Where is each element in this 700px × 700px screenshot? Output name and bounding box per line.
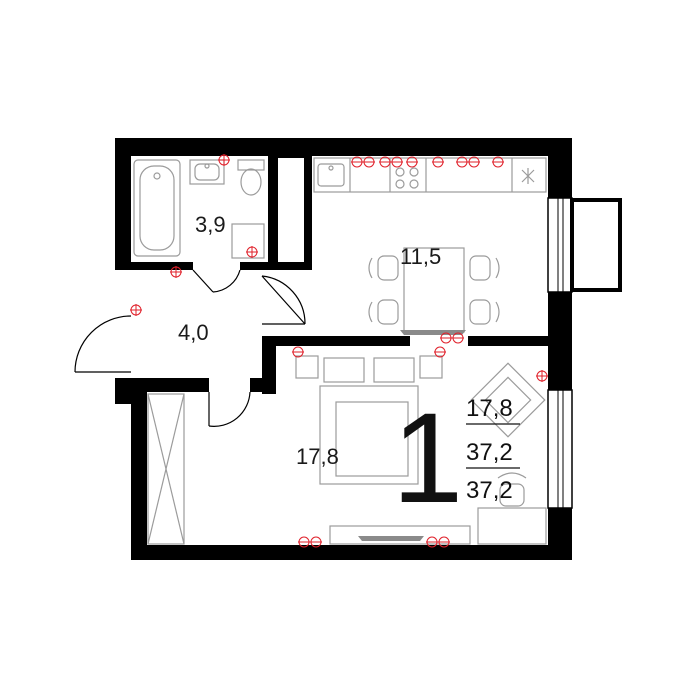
bedroom-area-label: 17,8 <box>296 444 339 469</box>
wall-right-1 <box>548 138 572 198</box>
wall-shaft-bottom <box>278 262 312 270</box>
bedroom-tv <box>329 525 471 545</box>
bathroom-area-label: 3,9 <box>195 212 226 237</box>
wall-left-upper <box>115 138 131 269</box>
desk <box>477 472 547 545</box>
wall-hall-bottom-left <box>131 378 209 392</box>
bedroom-door <box>208 391 251 427</box>
wardrobe <box>147 393 185 545</box>
socket-icon <box>246 246 258 258</box>
wall-shaft-right <box>304 150 312 270</box>
wall-bath-bottom-right <box>240 262 278 270</box>
toilet <box>237 159 265 196</box>
socket-icon <box>492 156 504 168</box>
walls <box>115 138 572 560</box>
doors <box>74 269 306 427</box>
wall-bedroom-top-right <box>468 336 548 346</box>
sockets <box>130 154 548 548</box>
balcony <box>570 198 622 292</box>
bathroom-door <box>192 269 241 293</box>
kitchen-area-label: 11,5 <box>400 244 441 269</box>
socket-icon <box>440 332 464 344</box>
socket-icon <box>379 156 403 168</box>
bathtub <box>133 159 181 257</box>
bedroom-window <box>547 389 573 509</box>
kitchen-door <box>261 275 306 325</box>
wall-bath-bottom-left <box>115 262 193 270</box>
bathroom-sink <box>189 159 225 185</box>
socket-icon <box>218 154 230 166</box>
kitchen-counter <box>313 157 547 193</box>
wall-bottom <box>131 545 572 560</box>
wall-right-3 <box>548 508 572 560</box>
socket-icon <box>434 346 446 358</box>
socket-icon <box>536 370 548 382</box>
socket-icon <box>298 536 322 548</box>
bed <box>295 355 443 485</box>
hallway-area-label: 4,0 <box>178 320 209 345</box>
kitchen-window <box>547 197 573 293</box>
armchair <box>470 362 546 438</box>
area-summary: 17,8 37,2 37,2 <box>466 395 520 504</box>
socket-icon <box>432 156 444 168</box>
socket-icon <box>456 156 480 168</box>
wall-bath-right <box>268 150 278 270</box>
entrance-door <box>74 315 132 373</box>
wall-left-lower <box>131 392 147 560</box>
kitchen-tv <box>400 330 466 335</box>
socket-icon <box>406 156 418 168</box>
summary-living-area: 17,8 <box>466 395 513 422</box>
socket-icon <box>351 156 375 168</box>
room-count-numeral: 1 <box>392 387 463 530</box>
socket-icon <box>292 346 304 358</box>
summary-total-area-2: 37,2 <box>466 477 513 504</box>
socket-icon <box>170 266 182 278</box>
socket-icon <box>426 536 450 548</box>
wall-hall-corner <box>262 378 276 394</box>
dining-table <box>368 247 500 333</box>
wall-right-2 <box>548 292 572 390</box>
wall-top <box>115 138 572 156</box>
washing-machine <box>231 223 265 259</box>
windows <box>547 197 622 509</box>
summary-total-area: 37,2 <box>466 439 513 466</box>
wall-bedroom-top-left <box>262 336 410 346</box>
socket-icon <box>130 304 142 316</box>
wall-shaft-top <box>278 150 312 158</box>
